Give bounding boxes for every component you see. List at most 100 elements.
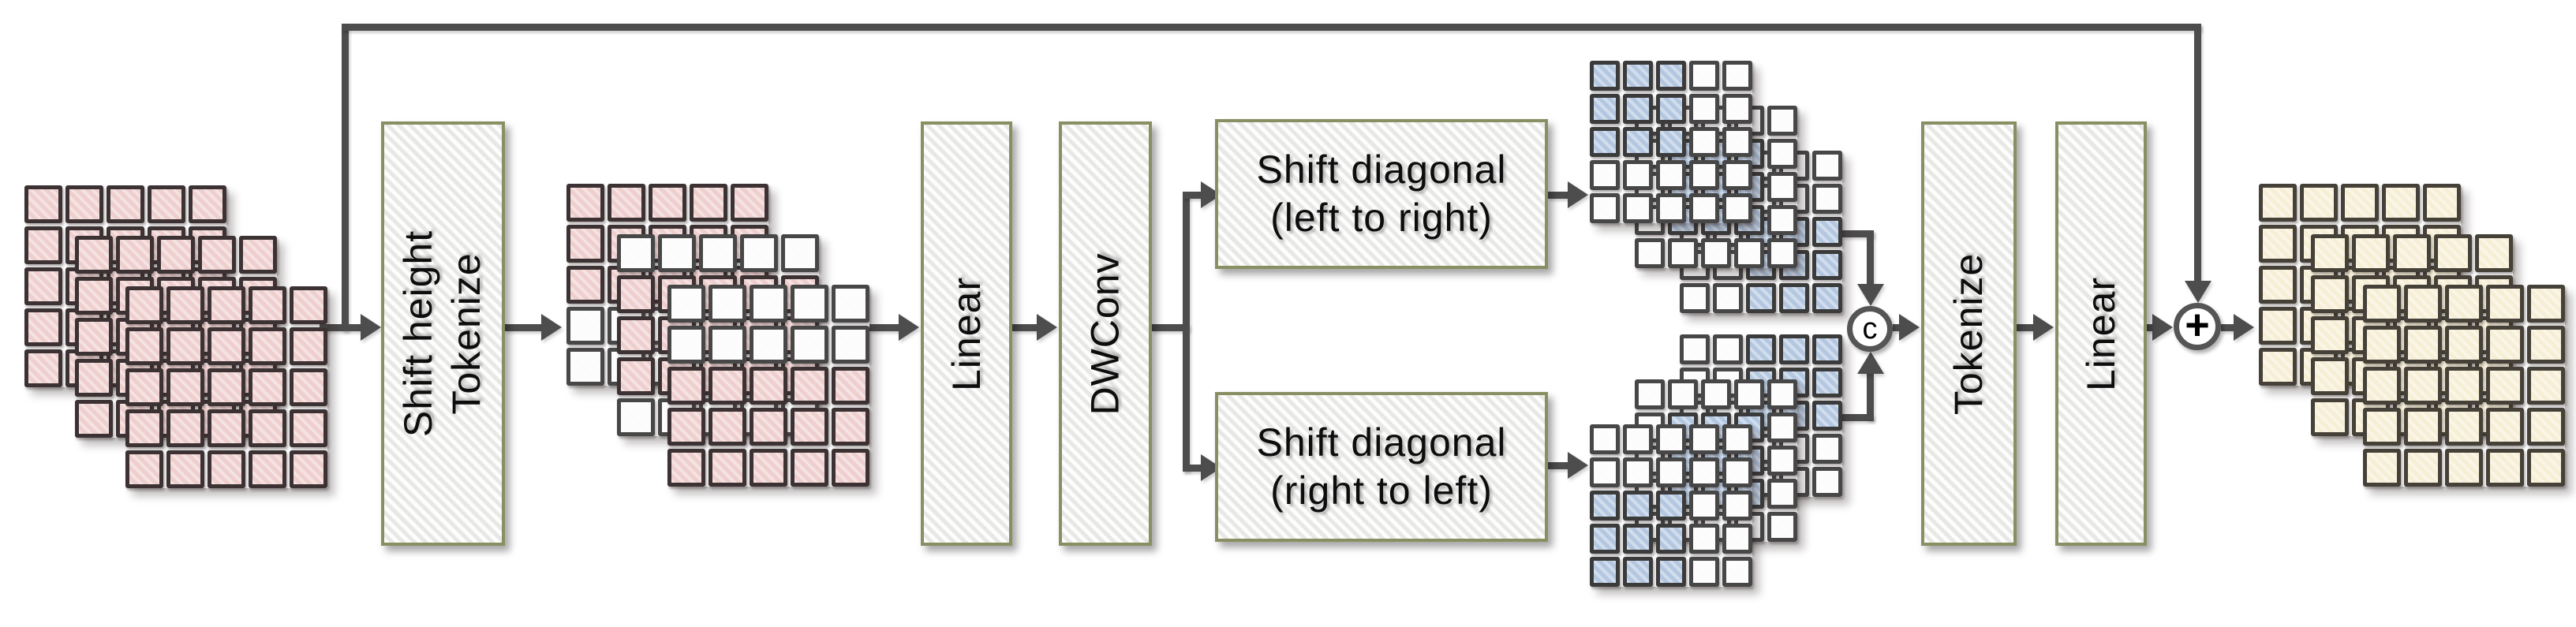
grid-cell (2445, 367, 2483, 405)
grid-cell (2404, 367, 2442, 405)
skip-connection-drop (2194, 24, 2201, 281)
grid-cell (667, 285, 705, 323)
grid-cell (667, 326, 705, 364)
grid-cell (2527, 326, 2565, 364)
grid-cell (249, 368, 286, 406)
grid-cell (65, 185, 103, 223)
box-shift-diagonal-right-to-left: Shift diagonal (right to left) (1215, 392, 1548, 542)
flow-line (2017, 324, 2033, 331)
split-stem-line (1152, 324, 1190, 331)
grid-cell (1767, 479, 1797, 509)
grid-cell (690, 184, 727, 222)
box-shift-diagonal-left-to-right: Shift diagonal (left to right) (1215, 119, 1548, 269)
grid-cell (832, 367, 869, 405)
grid-cell (1590, 193, 1620, 223)
grid-cell (1656, 457, 1686, 487)
grid-cell (617, 316, 655, 354)
grid-cell (1713, 334, 1743, 364)
grid-cell (1812, 250, 1842, 280)
grid-cell (75, 236, 113, 274)
grid-cell (1722, 524, 1752, 554)
grid-cell (1812, 368, 1842, 397)
grid-cell (2486, 326, 2524, 364)
grid-cell (157, 236, 195, 274)
grid-cell (2486, 408, 2524, 446)
grid-cell (617, 398, 655, 436)
diag-lr-layer-front (1590, 61, 1752, 223)
grid-cell (791, 326, 828, 364)
grid-cell (1689, 160, 1719, 190)
grid-cell (290, 327, 327, 365)
grid-cell (1635, 379, 1665, 409)
grid-cell (566, 184, 604, 222)
arrowhead-icon (541, 314, 562, 341)
grid-cell (750, 408, 787, 446)
grid-cell (1656, 524, 1686, 554)
grid-cell (208, 368, 245, 406)
grid-cell (1656, 424, 1686, 454)
grid-cell (2311, 398, 2349, 436)
grid-cell (699, 234, 737, 272)
grid-cell (1767, 412, 1797, 442)
grid-cell (1680, 334, 1710, 364)
box-label: Linear (944, 276, 989, 391)
concat-in-top-line (1842, 230, 1874, 237)
grid-cell (125, 450, 163, 488)
box-linear-out: Linear (2055, 121, 2147, 546)
grid-cell (1722, 491, 1752, 521)
grid-cell (1689, 457, 1719, 487)
grid-cell (1722, 557, 1752, 587)
grid-cell (198, 236, 236, 274)
grid-cell (1590, 491, 1620, 521)
grid-cell (2404, 449, 2442, 487)
grid-cell (617, 234, 655, 272)
grid-cell (2363, 285, 2401, 323)
flow-line (505, 324, 541, 331)
arrowhead-icon (2234, 314, 2254, 341)
grid-cell (1689, 127, 1719, 157)
box-label: Shift diagonal (left to right) (1256, 147, 1507, 240)
grid-cell (2486, 285, 2524, 323)
grid-cell (791, 367, 828, 405)
grid-cell (2300, 184, 2338, 222)
grid-cell (166, 327, 204, 365)
grid-cell (750, 285, 787, 323)
grid-cell (667, 449, 705, 487)
grid-cell (2527, 449, 2565, 487)
grid-cell (2363, 449, 2401, 487)
grid-cell (125, 409, 163, 447)
flow-line (320, 324, 361, 331)
grid-cell (750, 326, 787, 364)
grid-cell (1623, 160, 1653, 190)
grid-cell (617, 357, 655, 395)
arrowhead-icon (1037, 314, 1057, 341)
flow-line (2147, 324, 2152, 331)
grid-cell (1668, 238, 1698, 268)
grid-cell (731, 184, 768, 222)
grid-cell (566, 266, 604, 304)
grid-cell (667, 367, 705, 405)
grid-cell (658, 234, 696, 272)
grid-cell (566, 348, 604, 386)
flow-line (1893, 324, 1899, 331)
add-operator: + (2174, 303, 2221, 350)
grid-cell (2393, 234, 2431, 272)
grid-cell (290, 450, 327, 488)
grid-cell (249, 327, 286, 365)
grid-cell (2404, 408, 2442, 446)
grid-cell (1722, 457, 1752, 487)
grid-cell (2382, 184, 2420, 222)
grid-cell (1701, 379, 1731, 409)
grid-cell (1623, 524, 1653, 554)
grid-cell (208, 409, 245, 447)
grid-cell (116, 236, 154, 274)
box-tokenize-out: Tokenize (1921, 121, 2017, 546)
flow-line (2221, 324, 2234, 331)
grid-cell (781, 234, 819, 272)
grid-cell (566, 307, 604, 345)
grid-cell (1767, 172, 1797, 202)
arrowhead-icon (1857, 284, 1884, 306)
grid-cell (2259, 307, 2297, 345)
grid-cell (832, 285, 869, 323)
flow-line (1548, 462, 1568, 469)
